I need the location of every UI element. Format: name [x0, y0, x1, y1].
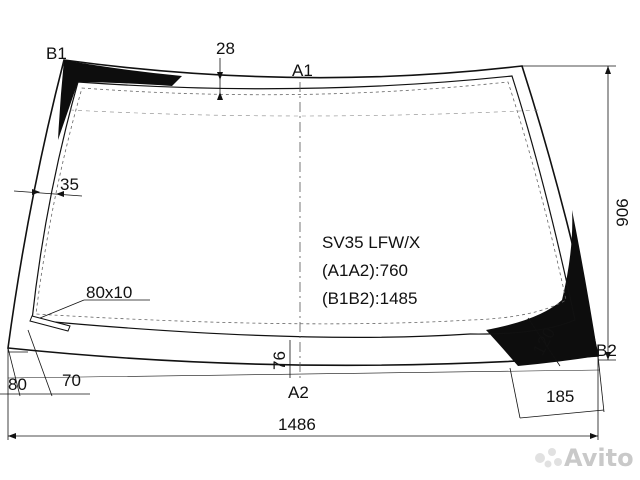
sensor-pad — [29, 315, 71, 332]
dim-906-arrow-top — [605, 66, 611, 74]
avito-dots-icon — [535, 448, 562, 468]
dim-28-label: 28 — [216, 39, 235, 58]
dim-35-label: 35 — [60, 175, 79, 194]
dim-185-ext-right — [597, 355, 605, 413]
right-shade — [486, 210, 598, 366]
dim-906-arrow-bottom — [605, 352, 611, 360]
sensor-pad-leader — [39, 299, 85, 319]
inner-border — [31, 75, 576, 338]
dim-28-arrow-top — [217, 72, 223, 80]
bottom-reference-line — [7, 369, 601, 379]
top-inner-line — [69, 109, 541, 117]
part-b1b2-size: (B1B2):1485 — [322, 289, 418, 308]
dim-120-line — [527, 317, 561, 367]
dim-76-label: 76 — [269, 351, 289, 370]
dim-1486-arrow-left — [8, 433, 16, 439]
sensor-pad-label: 80x10 — [86, 283, 133, 302]
dim-80-label: 80 — [8, 375, 27, 394]
dim-185-ext — [509, 367, 521, 419]
glass-outline — [7, 59, 599, 367]
dim-35-line — [13, 190, 83, 197]
dim-906-label: 906 — [612, 198, 632, 227]
point-a1-label: A1 — [292, 61, 313, 80]
dim-35-arrow-right — [56, 191, 64, 197]
part-a1a2-size: (A1A2):760 — [322, 261, 408, 280]
dim-185-label: 185 — [546, 387, 575, 406]
part-model: SV35 LFW/X — [322, 233, 421, 252]
point-b1-label: B1 — [46, 44, 67, 63]
top-left-shade — [58, 60, 182, 140]
watermark-avito: Avito — [564, 444, 634, 472]
point-b2-label: B2 — [596, 341, 617, 360]
dim-80-70-line-b — [27, 329, 53, 397]
dim-1486-arrow-right — [590, 433, 598, 439]
dim-35-arrow-left — [32, 189, 40, 195]
point-a2-label: A2 — [288, 383, 309, 402]
dim-1486-label: 1486 — [278, 415, 316, 434]
dim-70-label: 70 — [62, 371, 81, 390]
dim-185-line — [519, 409, 605, 419]
dim-80-70-line-a — [7, 347, 21, 397]
dim-28-arrow-bottom — [217, 92, 223, 100]
